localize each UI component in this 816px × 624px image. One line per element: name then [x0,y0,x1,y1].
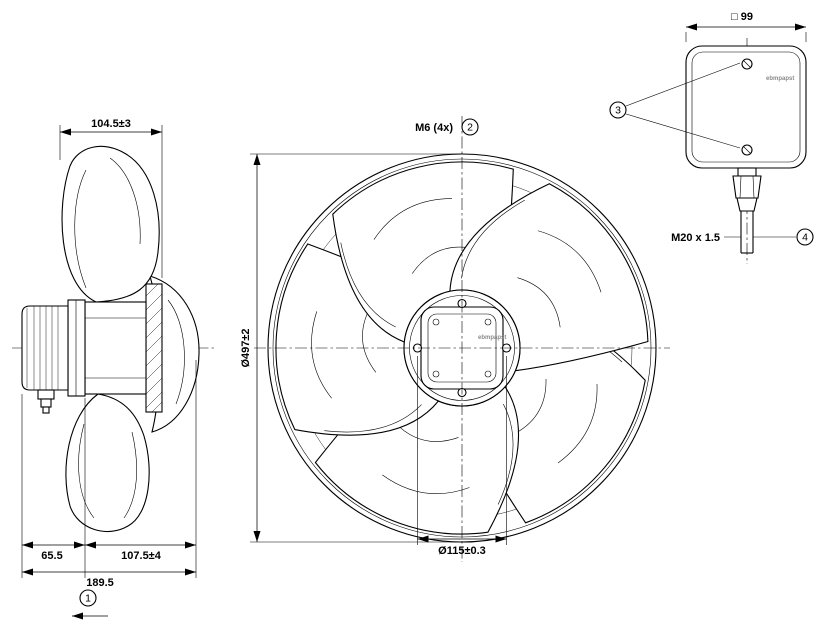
gland-thread-stub [740,211,754,254]
dim-box-width-label: □ 99 [731,11,753,23]
side-blade-bottom [65,393,150,533]
front-view: ebmpapst Ø497±2 M6 (4x) 2 Ø115±0.3 [210,98,686,577]
dim-outer-diameter-label: Ø497±2 [240,328,252,367]
callout-4-label: 4 [802,232,808,244]
callout-1-circle [79,589,97,607]
side-flange [67,299,86,397]
dim-pitch-circle-label: Ø115±0.3 [438,545,486,557]
callout-2-circle [461,118,479,136]
cover-screws-callout: 3 [609,62,741,149]
callout-4-circle [796,228,814,246]
airflow-callout: 1 [72,589,108,620]
dim-box-width: □ 99 [685,11,807,42]
cable-gland-callout: M20 x 1.5 4 [671,228,814,246]
dim-lengths: 65.5 107.5±4 189.5 [21,360,197,589]
dim-cable-gland-label: M20 x 1.5 [671,232,720,244]
side-motor [21,305,69,414]
dim-mounting-screws-label: M6 (4x) [415,122,453,134]
terminal-box-body: ebmpapst [685,45,807,169]
cover-screw-bottom [741,144,753,156]
callout-3-label: 3 [615,105,621,117]
side-blade-top [61,145,160,303]
callout-3-circle [609,101,627,119]
side-plate-section [145,283,163,413]
callout-2-label: 2 [467,122,473,134]
terminal-box-brand-logo: ebmpapst [766,76,794,82]
terminal-box-view: ebmpapst [609,11,814,264]
cable-gland [732,167,762,254]
dim-impeller-depth-label: 107.5±4 [121,550,162,562]
dim-motor-length-label: 65.5 [41,550,62,562]
dim-mounting-screws: M6 (4x) 2 [415,118,479,136]
hub-brand-logo: ebmpapst [478,335,506,341]
side-motor-cable-gland [37,389,55,414]
side-view: 104.5±3 65.5 107.5±4 189.5 1 [12,118,216,620]
dim-total-length-label: 189.5 [86,577,114,589]
dim-depth-label: 104.5±3 [91,118,131,130]
dim-depth: 104.5±3 [59,118,163,278]
dim-pitch-circle: Ø115±0.3 [417,356,507,557]
cover-screw-top [741,58,753,70]
side-hub [84,301,147,395]
callout-1-label: 1 [85,593,91,605]
